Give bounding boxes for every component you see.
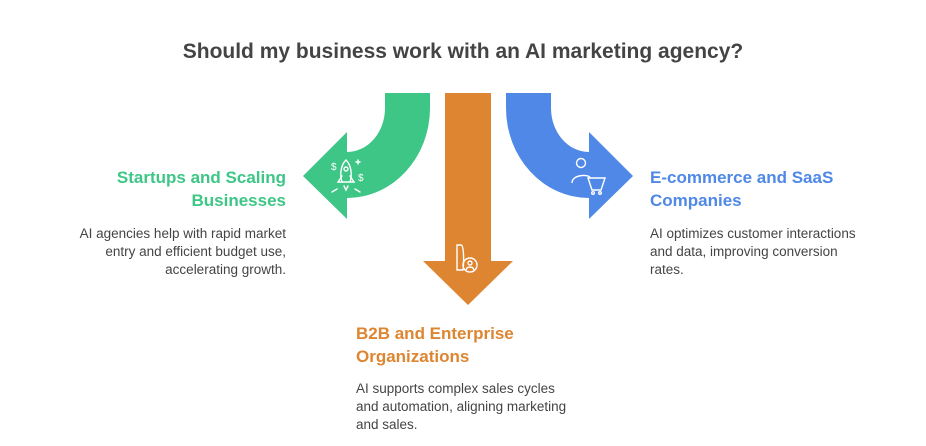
desc-line: AI supports complex sales cycles xyxy=(356,381,555,396)
heading-line: Businesses xyxy=(191,191,287,210)
option-startups-description: AI agencies help with rapid market entry… xyxy=(80,225,286,279)
heading-line: Companies xyxy=(650,191,742,210)
rocket-money-icon: $ $ xyxy=(331,159,364,193)
desc-line: AI optimizes customer interactions xyxy=(650,226,856,241)
svg-text:$: $ xyxy=(331,162,337,173)
page-title: Should my business work with an AI marke… xyxy=(182,40,744,63)
heading-line: B2B and Enterprise xyxy=(356,324,514,343)
b2b-people-icon xyxy=(456,244,478,273)
option-b2b-heading: B2B and Enterprise Organizations xyxy=(356,322,514,368)
desc-line: AI agencies help with rapid market xyxy=(79,226,286,241)
blue-arrow xyxy=(506,93,633,219)
option-ecommerce-description: AI optimizes customer interactions and d… xyxy=(650,225,856,279)
heading-line: Organizations xyxy=(356,347,470,366)
desc-line: and automation, aligning marketing xyxy=(356,399,567,414)
svg-text:$: $ xyxy=(358,173,364,184)
user-cart-icon xyxy=(571,157,606,195)
option-b2b-description: AI supports complex sales cycles and aut… xyxy=(356,380,566,434)
heading-line: Startups and Scaling xyxy=(116,168,286,187)
green-arrow xyxy=(303,93,430,219)
desc-line: accelerating growth. xyxy=(165,262,286,277)
desc-line: entry and efficient budget use, xyxy=(105,244,286,259)
option-ecommerce-heading: E-commerce and SaaS Companies xyxy=(650,166,833,212)
heading-line: E-commerce and SaaS xyxy=(650,168,834,187)
desc-line: and sales. xyxy=(356,417,418,432)
desc-line: rates. xyxy=(650,262,684,277)
orange-arrow xyxy=(423,93,513,305)
option-startups-heading: Startups and Scaling Businesses xyxy=(117,166,286,212)
desc-line: and data, improving conversion xyxy=(650,244,838,259)
